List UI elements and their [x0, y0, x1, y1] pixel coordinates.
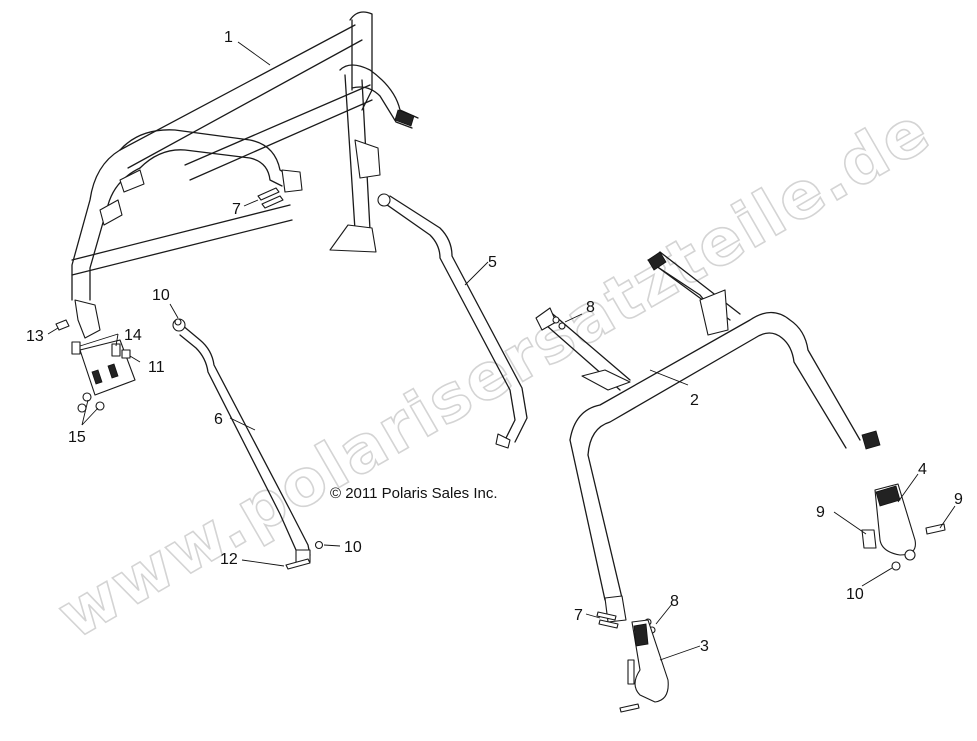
bolt-set-7-top [257, 187, 284, 209]
callout-14: 14 [124, 327, 142, 344]
bolt-set-7-bottom [596, 611, 619, 629]
callout-10-top: 10 [152, 287, 170, 304]
callout-2: 2 [690, 392, 699, 409]
nut-10-left [314, 540, 324, 550]
callout-12: 12 [220, 551, 238, 568]
nut-8-d [558, 322, 566, 330]
callout-7-bottom: 7 [574, 607, 583, 624]
front-leg-mount [861, 483, 946, 571]
front-cab-frame [71, 11, 419, 396]
callout-6: 6 [214, 411, 223, 428]
callout-15: 15 [68, 429, 86, 446]
nut-10-top [174, 318, 182, 326]
callout-10-bottom: 10 [846, 586, 864, 603]
side-bar-upper [377, 193, 528, 449]
callout-13: 13 [26, 328, 44, 345]
callout-8-top: 8 [586, 299, 595, 316]
callout-9-right: 9 [954, 491, 963, 508]
callout-5: 5 [488, 254, 497, 271]
nut-8-c [552, 316, 560, 324]
hardware-front-mount [55, 319, 131, 413]
leader-lines [47, 41, 956, 661]
callout-1: 1 [224, 29, 233, 46]
callout-8-bottom: 8 [670, 593, 679, 610]
copyright-text: © 2011 Polaris Sales Inc. [330, 485, 498, 502]
callout-11: 11 [148, 359, 165, 376]
rear-leg-mount [619, 619, 669, 713]
bolt-12 [285, 558, 311, 570]
callout-labels: 1 2 3 4 5 6 7 7 8 8 9 9 10 10 10 11 12 1… [26, 29, 963, 655]
callout-7-top: 7 [232, 201, 241, 218]
callout-9-left: 9 [816, 504, 825, 521]
callout-10-right: 10 [344, 539, 362, 556]
callout-3: 3 [700, 638, 709, 655]
callout-4: 4 [918, 461, 927, 478]
watermark-text: www.polarisersatzteile.de [46, 93, 943, 654]
